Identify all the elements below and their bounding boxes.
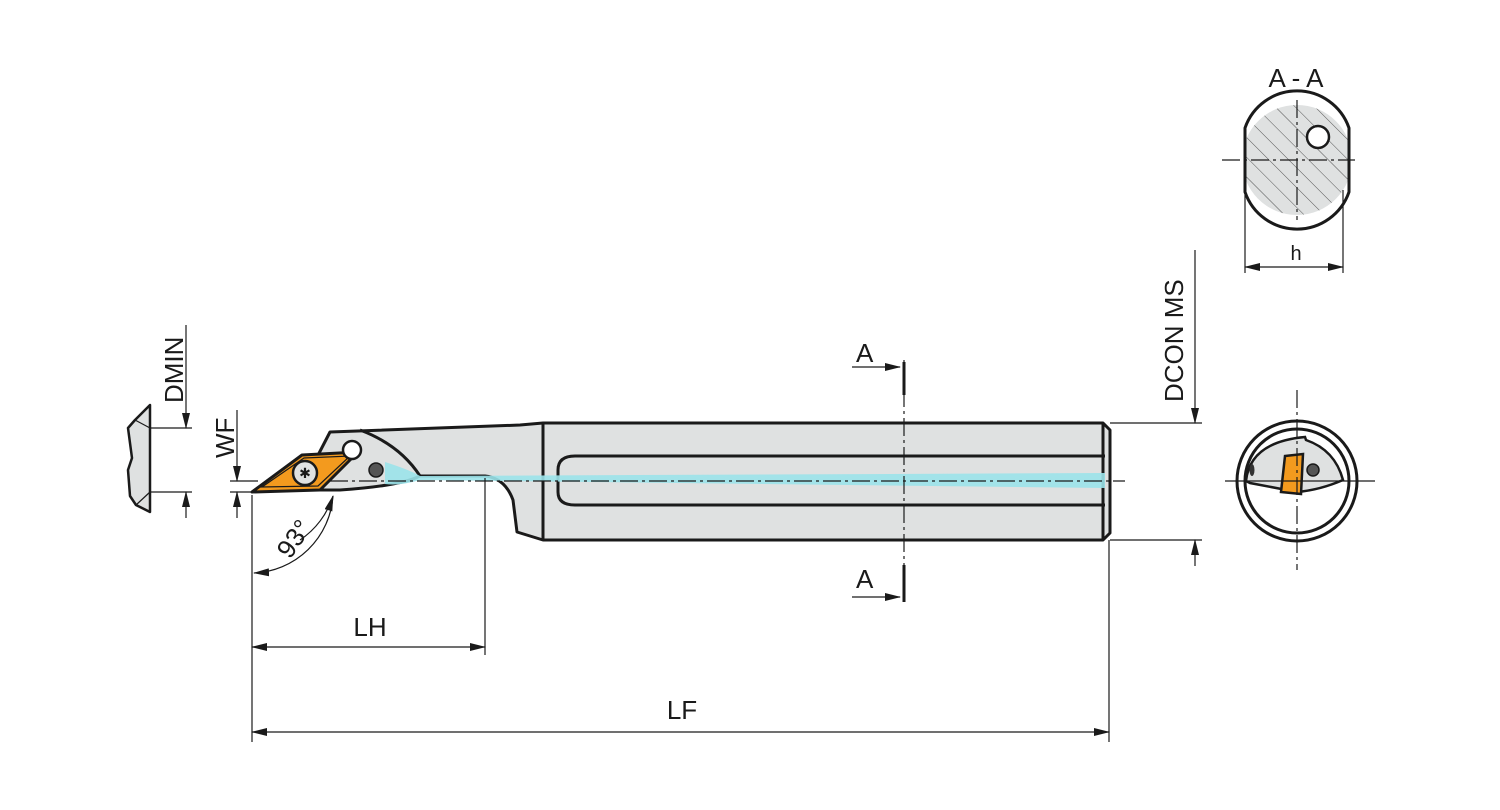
screw-icon xyxy=(291,459,319,487)
angle-dimension: 93° xyxy=(253,489,340,577)
dcon-dimension: DCON MS xyxy=(1110,250,1202,566)
wf-dimension: WF xyxy=(210,410,258,518)
section-view: A - A h xyxy=(1222,63,1355,273)
h-label: h xyxy=(1290,243,1301,265)
section-line-a: A A xyxy=(852,338,906,602)
dmin-label: DMIN xyxy=(159,337,189,403)
section-mark-bottom: A xyxy=(856,564,874,594)
insert-profile-view xyxy=(126,403,152,514)
dmin-dimension: DMIN xyxy=(150,325,192,518)
section-title: A - A xyxy=(1269,63,1325,93)
lh-label: LH xyxy=(353,612,386,642)
section-mark-top: A xyxy=(856,338,874,368)
angle-label: 93° xyxy=(270,514,317,563)
lf-label: LF xyxy=(667,695,697,725)
dcon-label: DCON MS xyxy=(1159,279,1189,402)
wf-label: WF xyxy=(210,418,240,458)
length-dimensions: LH LF xyxy=(251,478,1110,742)
tool-holder: ✱ xyxy=(250,421,1125,542)
svg-text:✱: ✱ xyxy=(299,465,311,481)
end-view xyxy=(1225,390,1375,570)
